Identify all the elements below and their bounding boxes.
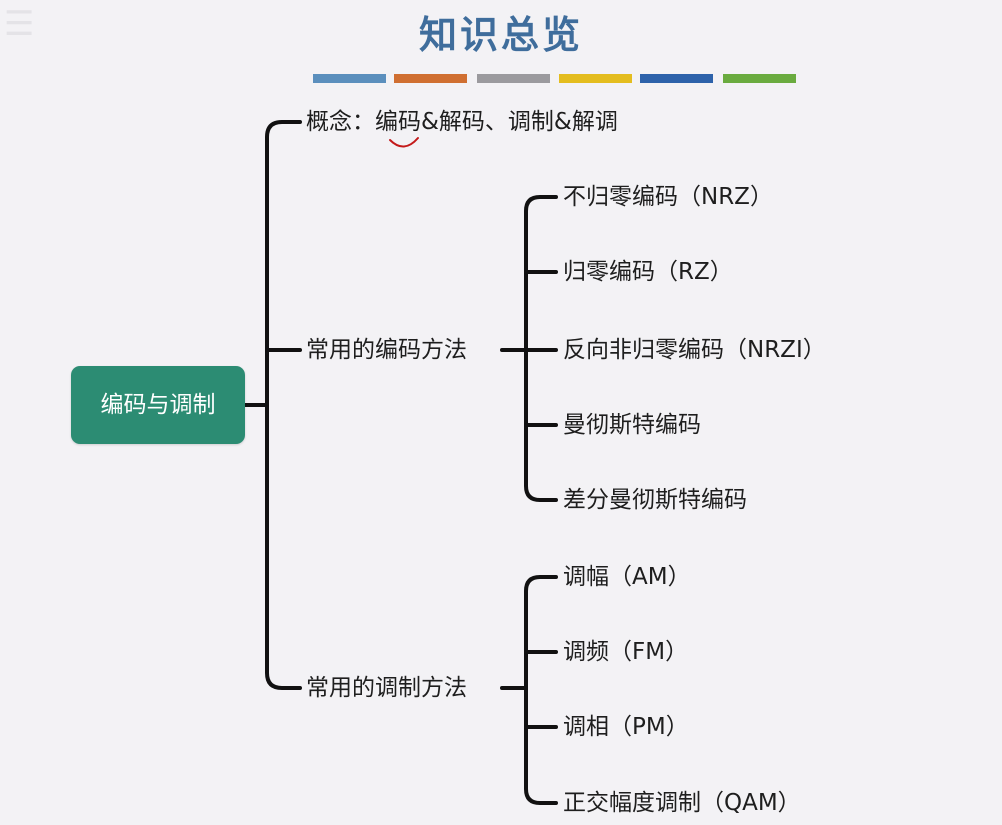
encoding-item: 反向非归零编码（NRZI） [563,337,826,363]
root-node: 编码与调制 [71,366,245,444]
concept-node: 概念：编码&解码、调制&解调 [306,109,618,135]
encoding-item: 差分曼彻斯特编码 [563,487,747,513]
modulation-item: 正交幅度调制（QAM） [563,790,801,816]
page-title: 知识总览 [418,12,583,57]
connector-modulation-trunk [524,575,558,805]
encoding-item: 不归零编码（NRZ） [563,184,773,210]
modulation-item: 调相（PM） [563,714,689,740]
stripe-4 [559,74,632,83]
encoding-item: 归零编码（RZ） [563,259,733,285]
handwritten-mark [389,137,419,148]
modulation-methods-node: 常用的调制方法 [306,675,467,701]
encoding-item: 曼彻斯特编码 [563,412,701,438]
stripe-6 [723,74,796,83]
encoding-methods-node: 常用的编码方法 [306,337,467,363]
connector-trunk [265,120,302,690]
stripe-1 [313,74,386,83]
modulation-item: 调频（FM） [563,639,689,665]
stripe-5 [640,74,713,83]
menu-icon: ☰ [4,4,35,44]
stripe-2 [394,74,467,83]
stripe-3 [477,74,550,83]
modulation-item: 调幅（AM） [563,564,691,590]
